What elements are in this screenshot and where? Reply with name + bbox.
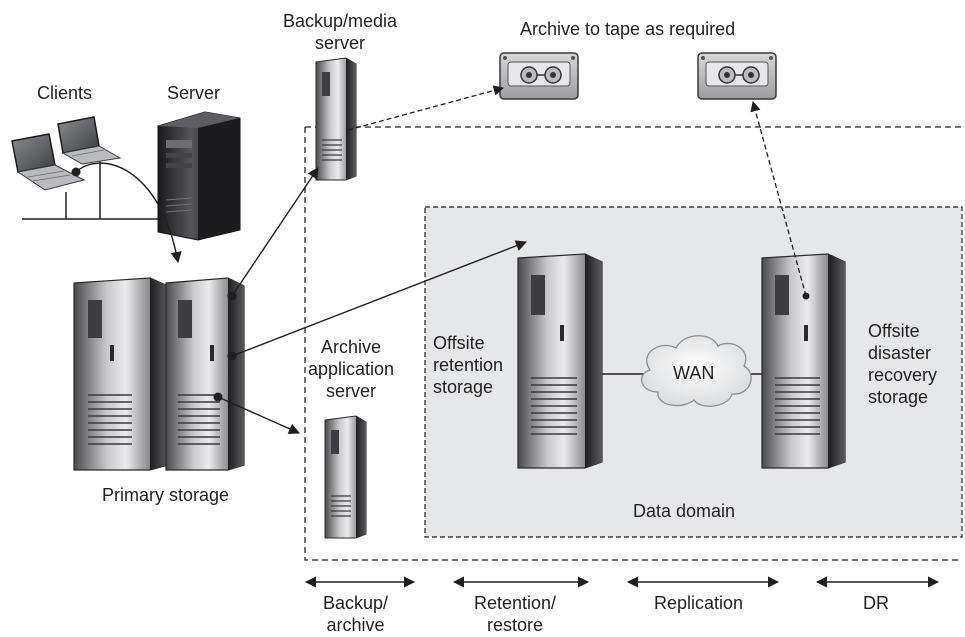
phase-backup-label: Backup/ archive bbox=[323, 592, 388, 636]
laptop-icon bbox=[11, 133, 86, 191]
archive-app-label-line3: server bbox=[326, 381, 377, 401]
phase-backup-line1: Backup/ bbox=[323, 593, 389, 613]
data-domain-label: Data domain bbox=[633, 501, 736, 521]
primary-storage-tower-icon bbox=[73, 277, 169, 471]
offsite-dr-label-line1: Offsite bbox=[868, 321, 920, 341]
connection-dot bbox=[213, 392, 223, 402]
client-to-storage-link bbox=[75, 162, 182, 264]
backup-media-server-label-line1: Backup/media bbox=[283, 11, 398, 31]
connection-dot bbox=[227, 351, 237, 361]
retention-flow-arrow bbox=[231, 240, 528, 357]
archive-app-label-line1: Archive bbox=[321, 337, 382, 357]
offsite-dr-storage-icon bbox=[761, 253, 846, 469]
connection-dot bbox=[227, 291, 237, 301]
server-label: Server bbox=[167, 83, 221, 103]
tape-archive-arrow bbox=[347, 85, 505, 131]
primary-storage-label: Primary storage bbox=[102, 485, 230, 505]
phase-backup-line2: archive bbox=[326, 615, 385, 635]
backup-media-server-label-line2: server bbox=[315, 33, 366, 53]
offsite-retention-storage-icon bbox=[517, 253, 603, 469]
offsite-boundary bbox=[304, 126, 962, 561]
archive-to-tape-label: Archive to tape as required bbox=[520, 19, 736, 39]
archive-application-server-icon bbox=[324, 415, 367, 539]
backup-media-server-icon bbox=[315, 57, 357, 181]
offsite-retention-storage-label: Offsite retention storage bbox=[433, 332, 503, 398]
server-tower-icon bbox=[157, 111, 241, 241]
dr-tape-arrow bbox=[750, 100, 807, 297]
clients-label: Clients bbox=[37, 83, 93, 103]
tape-cartridge-icon bbox=[697, 52, 777, 100]
backup-flow-arrow bbox=[231, 167, 319, 297]
phase-retention-line2: restore bbox=[487, 615, 544, 635]
wan-label: WAN bbox=[673, 363, 715, 383]
phase-retention-label: Retention/ restore bbox=[474, 592, 556, 636]
offsite-dr-label-line4: storage bbox=[868, 387, 929, 407]
offsite-retention-label-line3: storage bbox=[433, 377, 494, 397]
phase-retention-line1: Retention/ bbox=[474, 593, 557, 613]
archive-flow-arrow bbox=[217, 396, 301, 435]
connection-dot bbox=[802, 292, 810, 300]
backup-media-server-label: Backup/media server bbox=[283, 10, 397, 54]
connection-dot bbox=[71, 167, 81, 177]
primary-storage-tower-icon bbox=[165, 277, 245, 471]
tape-cartridge-icon bbox=[499, 52, 579, 100]
offsite-retention-label-line2: retention bbox=[433, 355, 504, 375]
archive-app-label-line2: application bbox=[308, 359, 395, 379]
wan-cloud-icon bbox=[640, 335, 752, 407]
client-network bbox=[22, 157, 170, 220]
offsite-dr-label-line3: recovery bbox=[868, 365, 938, 385]
offsite-retention-label-line1: Offsite bbox=[433, 333, 485, 353]
phase-replication-label: Replication bbox=[654, 593, 744, 613]
phase-dr-label: DR bbox=[863, 593, 889, 613]
laptop-icon bbox=[57, 116, 122, 165]
archive-application-server-label: Archive application server bbox=[308, 336, 394, 402]
offsite-dr-storage-label: Offsite disaster recovery storage bbox=[868, 320, 937, 408]
offsite-dr-label-line2: disaster bbox=[868, 343, 932, 363]
